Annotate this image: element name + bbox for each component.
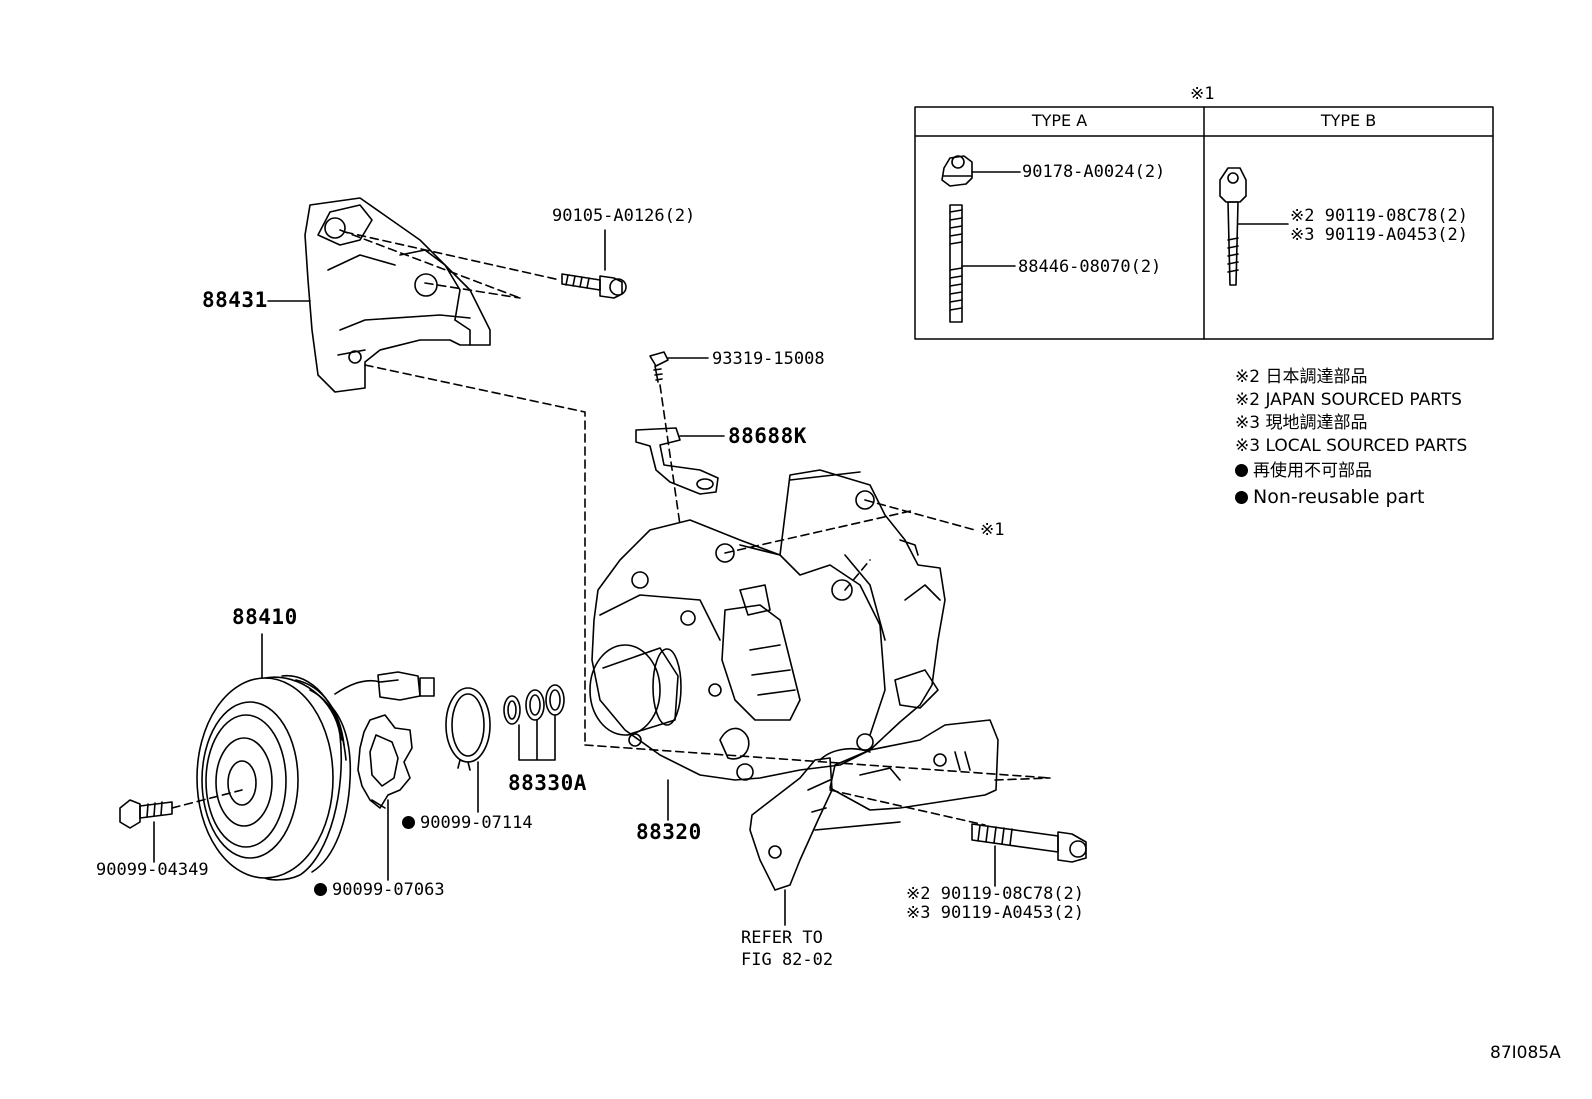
callout-93319-15008: 93319-15008 xyxy=(712,349,825,369)
callout-88446-08070: 88446-08070(2) xyxy=(1018,257,1162,277)
legend-line-2: ※2 JAPAN SOURCED PARTS xyxy=(1235,390,1462,410)
refer-note-line2: FIG 82-02 xyxy=(741,950,834,970)
screw-drawing xyxy=(649,351,669,383)
non-reusable-dot-icon xyxy=(1235,464,1248,477)
legend-line-1: ※2 日本調達部品 xyxy=(1235,367,1368,387)
ground-strap-drawing xyxy=(635,427,719,495)
non-reusable-dot-icon xyxy=(314,883,327,896)
type-a-nut-drawing xyxy=(941,155,973,187)
legend-line-3: ※3 現地調達部品 xyxy=(1235,413,1368,433)
callout-88688K: 88688K xyxy=(728,424,807,448)
type-a-stud-drawing xyxy=(949,204,963,323)
type-table-title: ※1 xyxy=(1190,84,1215,104)
non-reusable-dot-icon xyxy=(1235,491,1248,504)
callout-type-b-bolt-2: ※3 90119-A0453(2) xyxy=(1290,225,1469,245)
compressor-drawing xyxy=(589,469,946,781)
bracket-bolt-drawing xyxy=(561,273,627,299)
callout-88431: 88431 xyxy=(202,288,268,312)
legend-line-4: ※3 LOCAL SOURCED PARTS xyxy=(1235,436,1468,456)
callout-90099-07114: 90099-07114 xyxy=(402,813,533,833)
callout-88410: 88410 xyxy=(232,605,298,629)
callout-ref-1: ※1 xyxy=(980,520,1005,540)
callout-90099-07063: 90099-07063 xyxy=(314,880,445,900)
leader-o-rings xyxy=(518,715,556,761)
callout-mount-bolt-2: ※3 90119-A0453(2) xyxy=(906,903,1085,923)
mount-bolt-drawing xyxy=(971,823,1087,863)
callout-90099-04349: 90099-04349 xyxy=(96,860,209,880)
callout-88320: 88320 xyxy=(636,820,702,844)
o-rings-drawing xyxy=(503,684,565,725)
snap-ring-drawing xyxy=(445,687,491,771)
type-a-header: TYPE A xyxy=(1031,111,1088,130)
shim-drawing xyxy=(357,714,413,809)
compressor-bracket-drawing xyxy=(304,197,491,393)
legend-line-5: 再使用不可部品 xyxy=(1235,461,1372,481)
clutch-bolt-drawing xyxy=(119,799,173,829)
callout-88330A: 88330A xyxy=(508,771,587,795)
type-table-frame xyxy=(914,106,1494,340)
callout-mount-bolt-1: ※2 90119-08C78(2) xyxy=(906,884,1085,904)
clutch-pulley-drawing xyxy=(196,671,435,881)
callout-90105-A0126: 90105-A0126(2) xyxy=(552,206,696,226)
mount-plate-drawing xyxy=(829,719,999,811)
non-reusable-dot-icon xyxy=(402,816,415,829)
refer-note-line1: REFER TO xyxy=(741,928,823,948)
type-b-header: TYPE B xyxy=(1320,111,1377,130)
refer-bracket-drawing xyxy=(749,757,901,891)
figure-code: 87I085A xyxy=(1490,1043,1561,1063)
legend-line-6: Non-reusable part xyxy=(1235,487,1424,507)
callout-90178-A0024: 90178-A0024(2) xyxy=(1022,162,1166,182)
type-b-bolt-drawing xyxy=(1219,167,1247,286)
callout-type-b-bolt-1: ※2 90119-08C78(2) xyxy=(1290,206,1469,226)
